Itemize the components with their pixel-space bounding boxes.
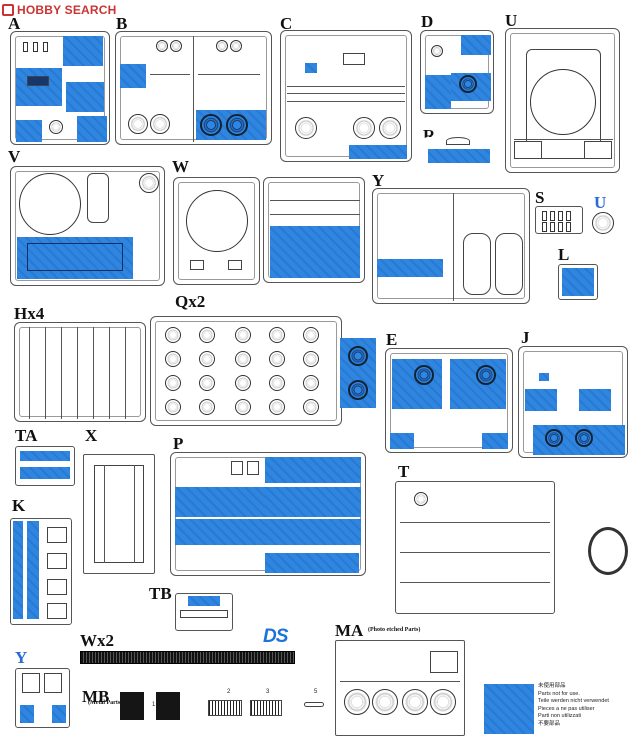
sprue-j (518, 346, 628, 458)
sprue-w-right (263, 177, 365, 283)
sprue-label-s: S (535, 188, 545, 207)
sprue-label-b: B (116, 14, 128, 33)
legend-line-it: Parti non utilizzati (538, 713, 582, 720)
sprue-label-w: W (172, 157, 189, 176)
sprue-label-y-small: Y (15, 648, 28, 667)
sprue-label-wx2: Wx2 (80, 631, 114, 650)
sprue-a (10, 31, 110, 145)
sprue-ma-fret (335, 640, 465, 736)
watermark-text: HOBBY SEARCH (17, 3, 117, 17)
sprue-v (10, 166, 165, 286)
sprue-t (395, 481, 555, 614)
sprue-q-unused-wheel-2 (348, 380, 368, 400)
sprue-label-u-small: U (594, 193, 607, 212)
metal-part-number-2: 2 (227, 689, 231, 695)
sprue-label-h: Hx4 (14, 304, 45, 323)
sprue-label-c: C (280, 14, 293, 33)
sprue-label-mb: MB (82, 687, 110, 706)
metal-part-5-spring (304, 702, 324, 707)
sprue-u (505, 28, 620, 173)
legend-unused-swatch (484, 684, 534, 734)
sprue-label-y: Y (372, 171, 385, 190)
metal-part-number-3: 3 (266, 689, 270, 695)
sprue-s (535, 206, 583, 234)
sprue-x (83, 454, 155, 574)
sprue-w (173, 177, 260, 285)
metal-part-2 (208, 700, 242, 716)
legend-line-en: Parts not for use. (538, 690, 580, 697)
sprue-l (558, 264, 598, 300)
sprue-label-v: V (8, 147, 21, 166)
sprue-label-q: Qx2 (175, 292, 206, 311)
metal-part-3 (250, 700, 282, 716)
sprue-k (10, 518, 72, 625)
sprue-ta (15, 446, 75, 486)
sprue-label-a: A (8, 14, 21, 33)
sprue-t-ring-part (588, 527, 628, 575)
sprue-label-e: E (386, 330, 398, 349)
legend-line-zh: 不要部品 (538, 720, 561, 727)
metal-part-number-1: 1 (152, 702, 156, 708)
mb-subtitle: (Metal Parts) (88, 700, 123, 706)
metal-part-number-5: 5 (314, 689, 318, 695)
sprue-c (280, 30, 412, 162)
sprue-label-p: P (173, 434, 184, 453)
sprue-p (170, 452, 366, 576)
sprue-label-k: K (12, 496, 26, 515)
sprue-label-t: T (398, 462, 410, 481)
sprue-r (422, 137, 494, 167)
hobby-search-logo-icon (2, 4, 14, 16)
sprue-label-u: U (505, 11, 518, 30)
legend-text: 未使用部品 Parts not for use. Teile werden ni… (538, 683, 609, 729)
legend-line-ja: 未使用部品 (538, 683, 566, 689)
sprue-tb (175, 593, 233, 631)
sprue-label-l: L (558, 245, 570, 264)
sprue-y-small (15, 668, 70, 728)
sprue-e (385, 348, 513, 453)
sprue-label-j: J (521, 328, 530, 347)
metal-part-1b (156, 692, 180, 720)
sprue-label-d: D (421, 12, 434, 31)
sprue-q (150, 316, 342, 426)
sprue-label-ma: MA (335, 621, 364, 640)
legend-line-fr: Pieces a ne pas utiliser (538, 705, 595, 712)
ma-subtitle: (Photo etched Parts) (368, 627, 421, 633)
sprue-b (115, 31, 272, 145)
sprue-q-unused-wheel (348, 346, 368, 366)
sprue-d (420, 30, 494, 114)
metal-part-1a (120, 692, 144, 720)
sprue-u-small-ring (592, 212, 614, 234)
sprue-h (14, 322, 146, 422)
sprue-label-tb: TB (149, 584, 172, 603)
sprue-y (372, 188, 530, 304)
track-links-strip (80, 651, 295, 664)
ds-brand-logo: DS (263, 626, 288, 647)
watermark: HOBBY SEARCH (2, 3, 117, 17)
sprue-label-ta: TA (15, 426, 38, 445)
legend-line-de: Teile werden nicht verwendet (538, 698, 609, 705)
sprue-label-x: X (85, 426, 98, 445)
